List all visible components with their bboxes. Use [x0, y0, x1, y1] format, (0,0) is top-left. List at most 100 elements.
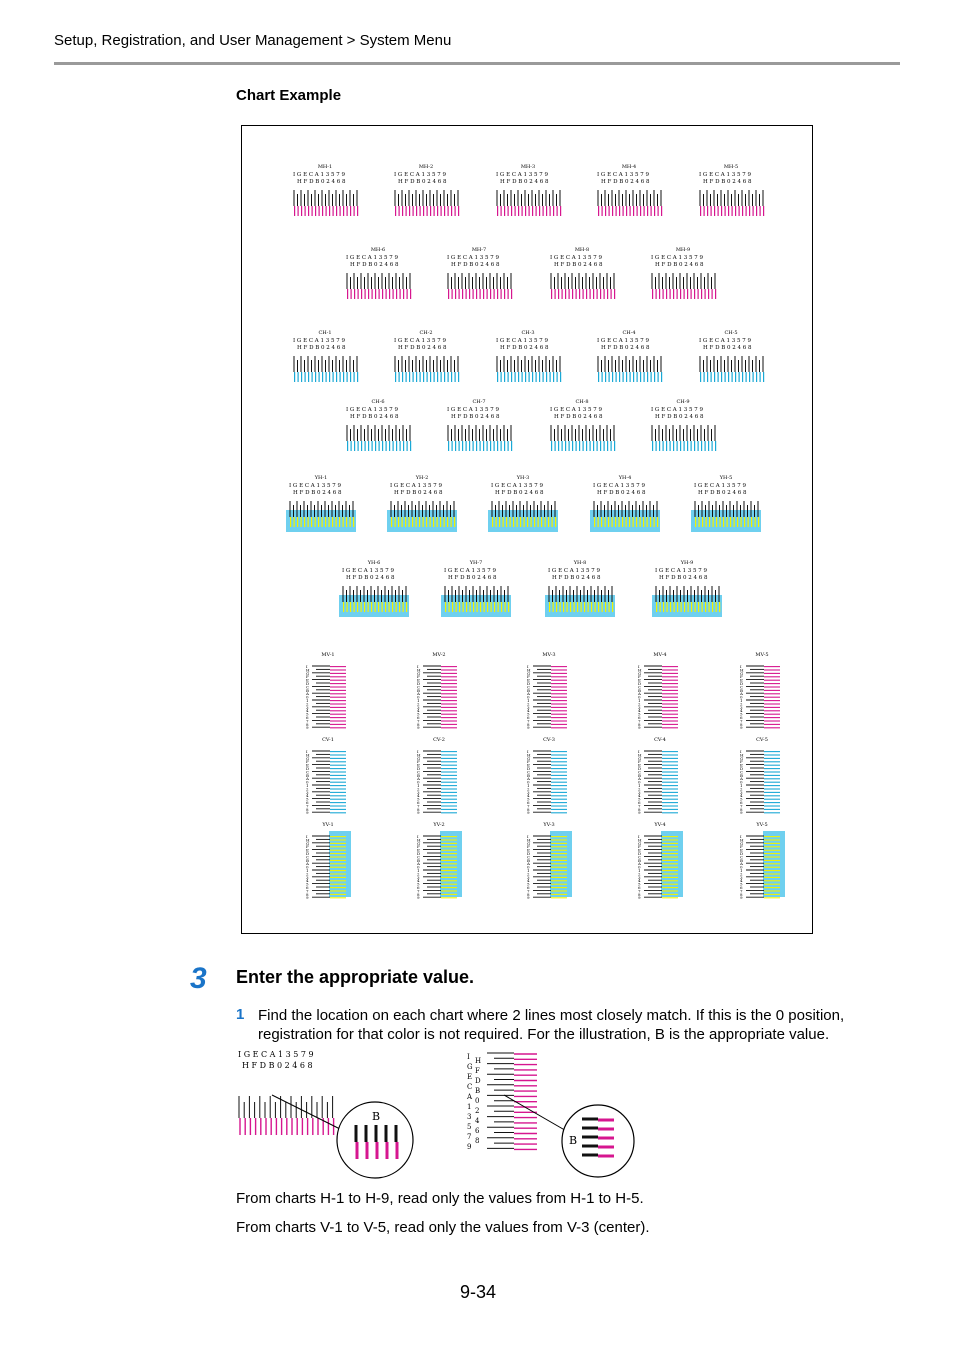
v-chart-label: 9 [306, 725, 309, 730]
h-chart-title: CH-2 [419, 330, 432, 336]
h-chart: YH-6I G E C A 1 3 5 7 9H F D B 0 2 4 6 8 [339, 560, 409, 617]
h-chart: CH-5I G E C A 1 3 5 7 9H F D B 0 2 4 6 8 [699, 330, 765, 382]
v-chart-label: C [638, 854, 641, 859]
h-chart: CH-8I G E C A 1 3 5 7 9H F D B 0 2 4 6 8 [550, 399, 616, 451]
v-chart-label: G [638, 671, 641, 676]
v-chart-label: 3 [638, 875, 641, 880]
h-chart-top-labels: I G E C A 1 3 5 7 9 [390, 483, 442, 489]
v-chart-label: 0 [527, 780, 530, 785]
h-chart-top-labels: I G E C A 1 3 5 7 9 [593, 483, 645, 489]
step-title: Enter the appropriate value. [236, 967, 475, 987]
h-chart-bottom-labels: H F D B 0 2 4 6 8 [703, 345, 752, 351]
v-chart-label: F [527, 759, 530, 764]
v-chart-label: 5 [527, 797, 530, 802]
h-chart-title: YH-1 [314, 475, 328, 481]
v-chart-label: A [739, 691, 743, 696]
v-chart-label: C [417, 854, 420, 859]
v-chart-title: YV-1 [321, 822, 333, 828]
v-chart-title: CV-3 [543, 737, 555, 743]
h-chart-top-labels: I G E C A 1 3 5 7 9 [655, 568, 707, 574]
v-chart-label: 5 [638, 712, 641, 717]
v-chart-label: H [740, 667, 744, 672]
v-chart-label: C [740, 769, 743, 774]
h-chart-top-labels: I G E C A 1 3 5 7 9 [289, 483, 341, 489]
h-chart-title: CH-3 [521, 330, 534, 336]
illus-v-left-label: I [467, 1053, 470, 1061]
v-chart-label: E [527, 763, 530, 768]
h-chart-bottom-labels: H F D B 0 2 4 6 8 [500, 345, 549, 351]
h-chart-bottom-labels: H F D B 0 2 4 6 8 [495, 490, 544, 496]
h-chart-bottom-labels: H F D B 0 2 4 6 8 [703, 179, 752, 185]
v-chart-label: A [637, 861, 641, 866]
h-chart-title: YH-8 [573, 560, 587, 566]
h-chart-top-labels: I G E C A 1 3 5 7 9 [550, 255, 602, 261]
h-chart-top-labels: I G E C A 1 3 5 7 9 [447, 407, 499, 413]
substep-text: Find the location on each chart where 2 … [258, 1007, 845, 1043]
v-chart-label: C [306, 684, 309, 689]
h-chart-top-labels: I G E C A 1 3 5 7 9 [293, 338, 345, 344]
v-chart-label: D [417, 851, 420, 856]
v-chart-label: C [306, 854, 309, 859]
v-chart-label: A [416, 776, 420, 781]
h-chart-title: YH-4 [618, 475, 632, 481]
v-chart-title: YV-2 [432, 822, 444, 828]
h-chart: MH-9I G E C A 1 3 5 7 9H F D B 0 2 4 6 8 [651, 247, 717, 299]
h-chart-bottom-labels: H F D B 0 2 4 6 8 [346, 575, 395, 581]
v-chart-label: 3 [306, 875, 309, 880]
v-chart-label: I [638, 834, 640, 839]
h-chart-top-labels: I G E C A 1 3 5 7 9 [699, 338, 751, 344]
v-chart-label: E [527, 848, 530, 853]
h-chart-bottom-labels: H F D B 0 2 4 6 8 [297, 179, 346, 185]
h-chart-bottom-labels: H F D B 0 2 4 6 8 [659, 575, 708, 581]
v-chart-label: H [417, 837, 421, 842]
v-chart-label: H [740, 837, 744, 842]
h-chart-title: YH-9 [680, 560, 694, 566]
illus-v-left-label: 1 [467, 1103, 471, 1111]
h-chart-top-labels: I G E C A 1 3 5 7 9 [444, 568, 496, 574]
v-chart-label: 5 [417, 712, 420, 717]
v-chart-label: 0 [306, 780, 309, 785]
illus-h-top-labels: I G E C A 1 3 5 7 9 [238, 1050, 314, 1059]
v-chart-label: H [638, 667, 642, 672]
v-chart-label: 1 [740, 698, 743, 703]
v-chart-label: 7 [306, 888, 309, 893]
v-chart-label: A [305, 691, 309, 696]
v-chart-label: 3 [527, 705, 530, 710]
h-chart-top-labels: I G E C A 1 3 5 7 9 [447, 255, 499, 261]
h-chart: CH-4I G E C A 1 3 5 7 9H F D B 0 2 4 6 8 [597, 330, 663, 382]
v-chart-label: 2 [638, 786, 641, 791]
v-chart-title: MV-2 [432, 652, 445, 658]
h-chart-title: MH-2 [419, 164, 433, 170]
v-chart-label: C [417, 684, 420, 689]
h-chart-top-labels: I G E C A 1 3 5 7 9 [694, 483, 746, 489]
v-chart-label: 0 [638, 865, 641, 870]
v-chart-label: 9 [527, 895, 530, 900]
illus-v-left-label: A [466, 1093, 473, 1101]
v-chart-label: 4 [638, 793, 641, 798]
v-chart-label: 1 [527, 698, 530, 703]
v-chart-label: 6 [306, 800, 309, 805]
v-chart-label: F [638, 674, 641, 679]
v-chart-label: A [739, 776, 743, 781]
h-chart-bottom-labels: H F D B 0 2 4 6 8 [398, 179, 447, 185]
v-chart-label: 9 [306, 810, 309, 815]
v-chart-label: D [306, 766, 309, 771]
h-chart-title: CH-1 [318, 330, 331, 336]
v-chart-label: B [417, 858, 420, 863]
v-chart-label: 1 [306, 698, 309, 703]
v-chart-label: 4 [527, 793, 530, 798]
v-chart-label: 4 [306, 708, 309, 713]
v-chart-label: 4 [527, 708, 530, 713]
v-chart-label: 1 [527, 868, 530, 873]
h-chart: YH-3I G E C A 1 3 5 7 9H F D B 0 2 4 6 8 [488, 475, 558, 532]
v-chart-label: 2 [740, 871, 743, 876]
v-chart-label: 3 [740, 790, 743, 795]
illus-v-right-label: 4 [475, 1117, 480, 1125]
v-chart-label: F [638, 844, 641, 849]
v-chart-label: 2 [417, 701, 420, 706]
